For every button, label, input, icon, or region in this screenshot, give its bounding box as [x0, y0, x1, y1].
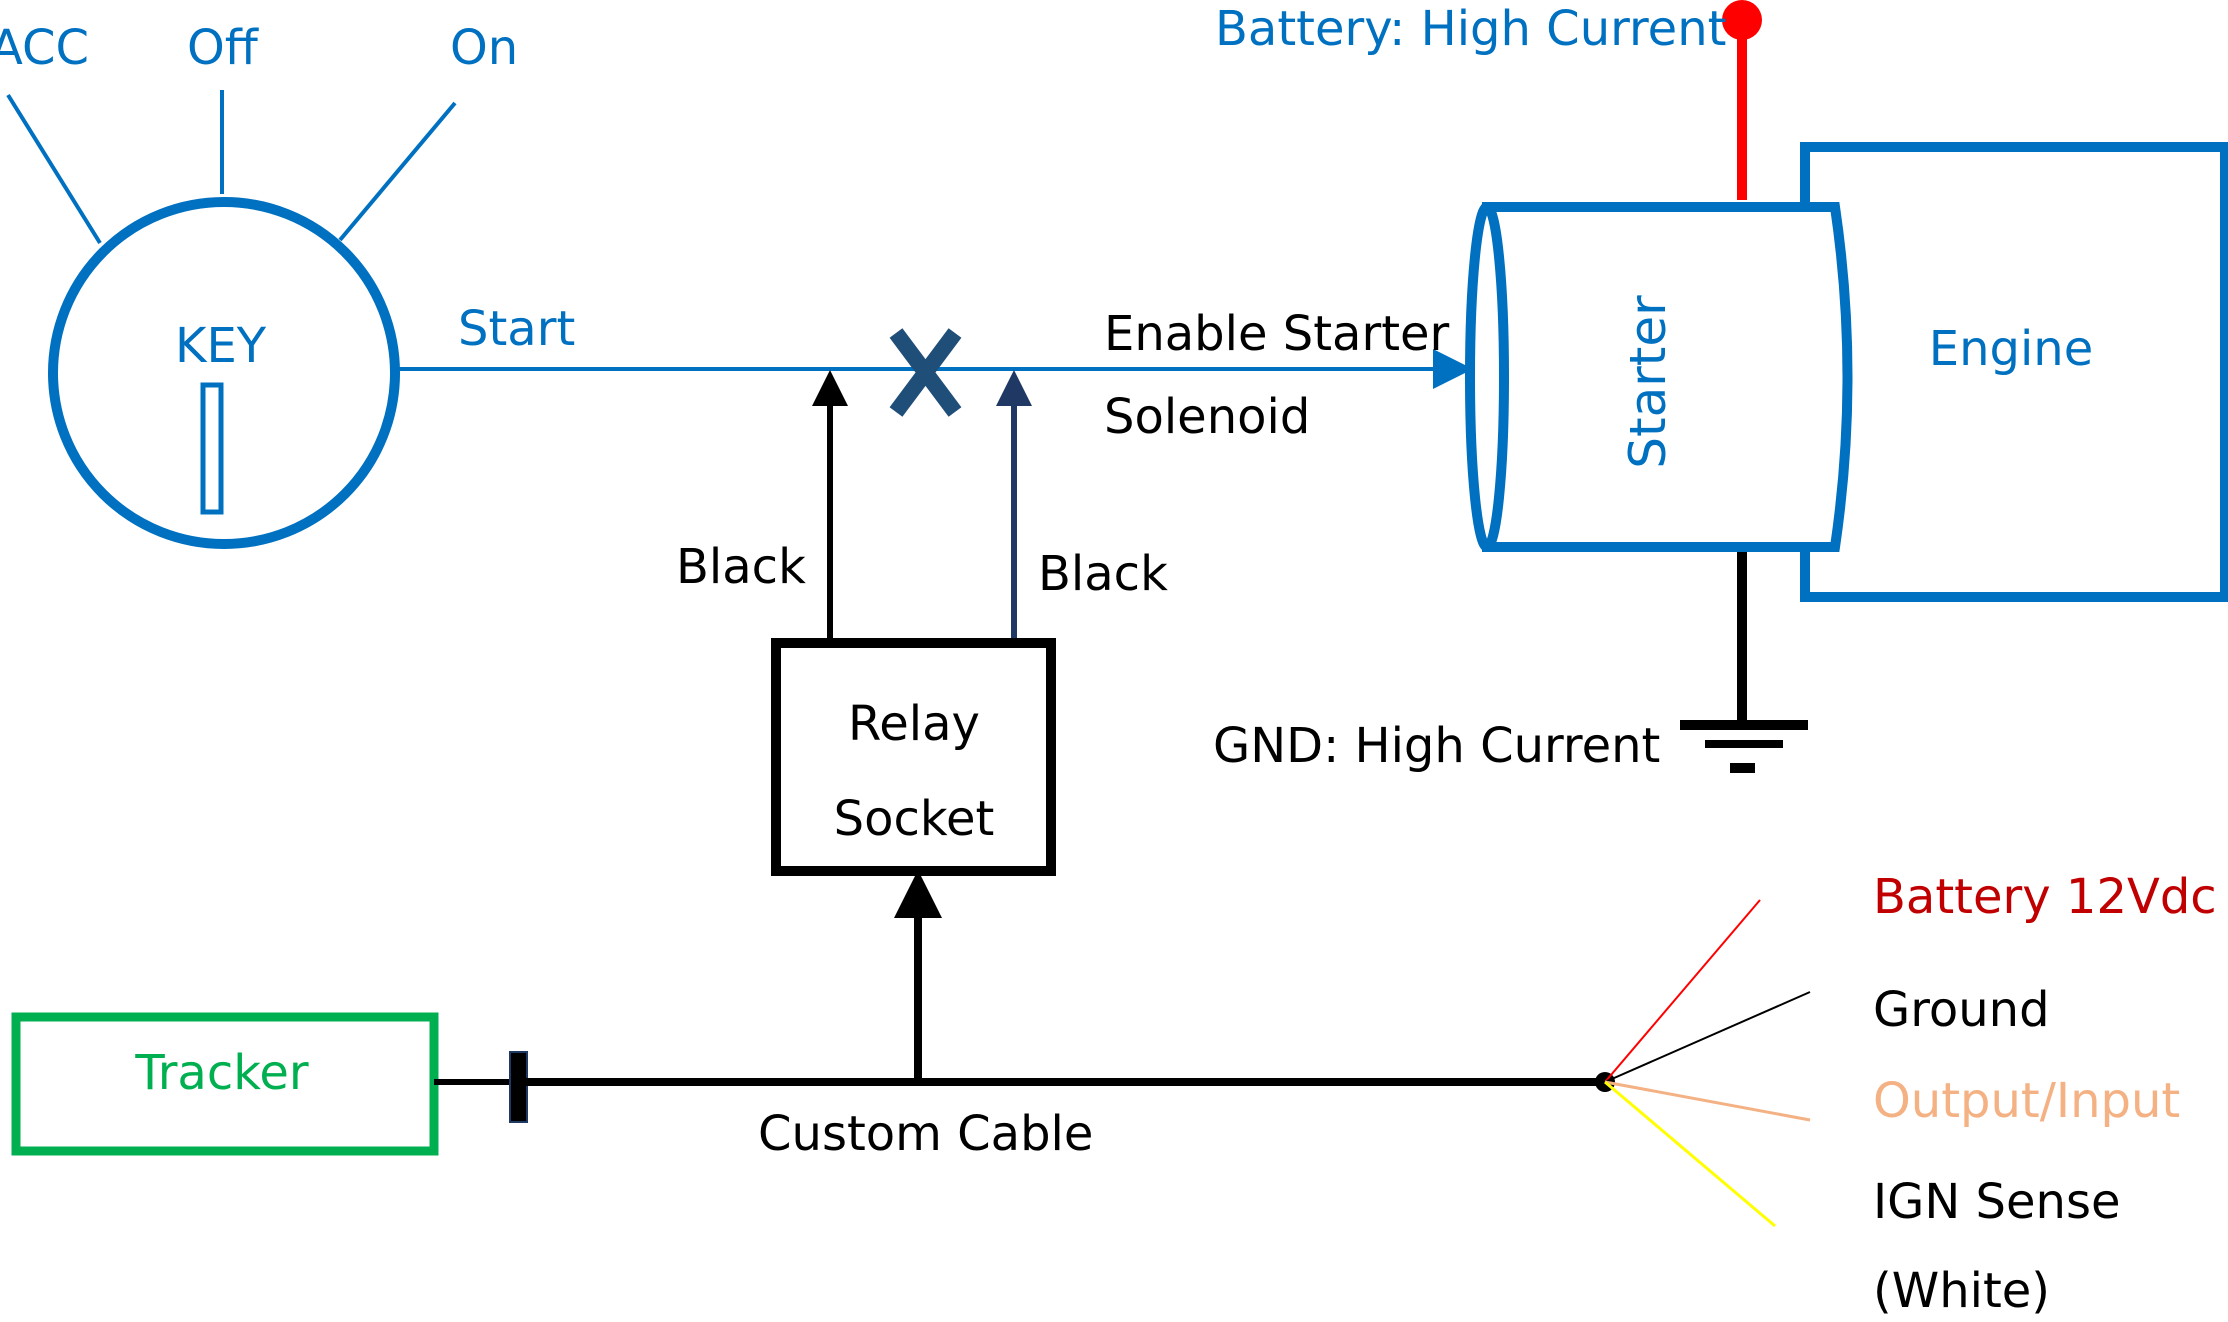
socket-label: Socket [834, 791, 995, 847]
start-circuit: Start Enable Starter Solenoid [395, 301, 1473, 445]
starter-cylinder [1482, 202, 1853, 552]
ground-high-current-label: GND: High Current [1213, 718, 1660, 774]
on-label: On [450, 20, 518, 76]
cable-connector [509, 1051, 528, 1123]
enable-starter-label: Enable Starter [1104, 306, 1450, 362]
ign-sense-wire [1604, 1080, 1776, 1228]
battery-high-current-label: Battery: High Current [1215, 1, 1726, 57]
on-position-line [338, 101, 457, 242]
ign-sense-label: IGN Sense [1873, 1174, 2120, 1230]
key-circle [48, 197, 400, 549]
ign-sense-white-label: (White) [1873, 1263, 2050, 1319]
battery-wire [1604, 899, 1761, 1083]
starter-end-cap [1465, 202, 1509, 552]
relay-right-wire-label: Black [1038, 546, 1168, 602]
ground-wire [1604, 991, 1811, 1083]
battery-12v-label: Battery 12Vdc [1873, 869, 2217, 925]
ignition-key: ACC Off On KEY [0, 20, 518, 549]
cut-wire-mark [889, 328, 962, 417]
acc-label: ACC [0, 20, 89, 76]
tracker-label: Tracker [134, 1045, 308, 1101]
ground-symbol-icon [1680, 720, 1808, 773]
off-label: Off [187, 20, 259, 76]
relay-box [771, 638, 1056, 876]
acc-position-line [6, 93, 102, 245]
ground-wire-label: Ground [1873, 982, 2050, 1038]
relay-socket: Black Black Relay Socket [676, 370, 1168, 1082]
custom-cable-label: Custom Cable [758, 1106, 1093, 1162]
starter-label: Starter [1619, 295, 1677, 469]
start-label: Start [458, 301, 575, 357]
key-slot [200, 382, 224, 515]
tracker-cable: Tracker Custom Cable Battery 12Vdc Groun… [11, 869, 2217, 1319]
key-label: KEY [175, 318, 267, 374]
starter-assembly: Starter Engine Battery: High Current GND… [1213, 0, 2228, 774]
solenoid-label: Solenoid [1104, 389, 1310, 445]
output-input-label: Output/Input [1873, 1073, 2180, 1129]
battery-terminal [1722, 0, 1762, 40]
relay-left-wire-label: Black [676, 539, 806, 595]
output-wire [1604, 1080, 1811, 1122]
relay-label: Relay [848, 696, 980, 752]
engine-label: Engine [1929, 321, 2094, 377]
